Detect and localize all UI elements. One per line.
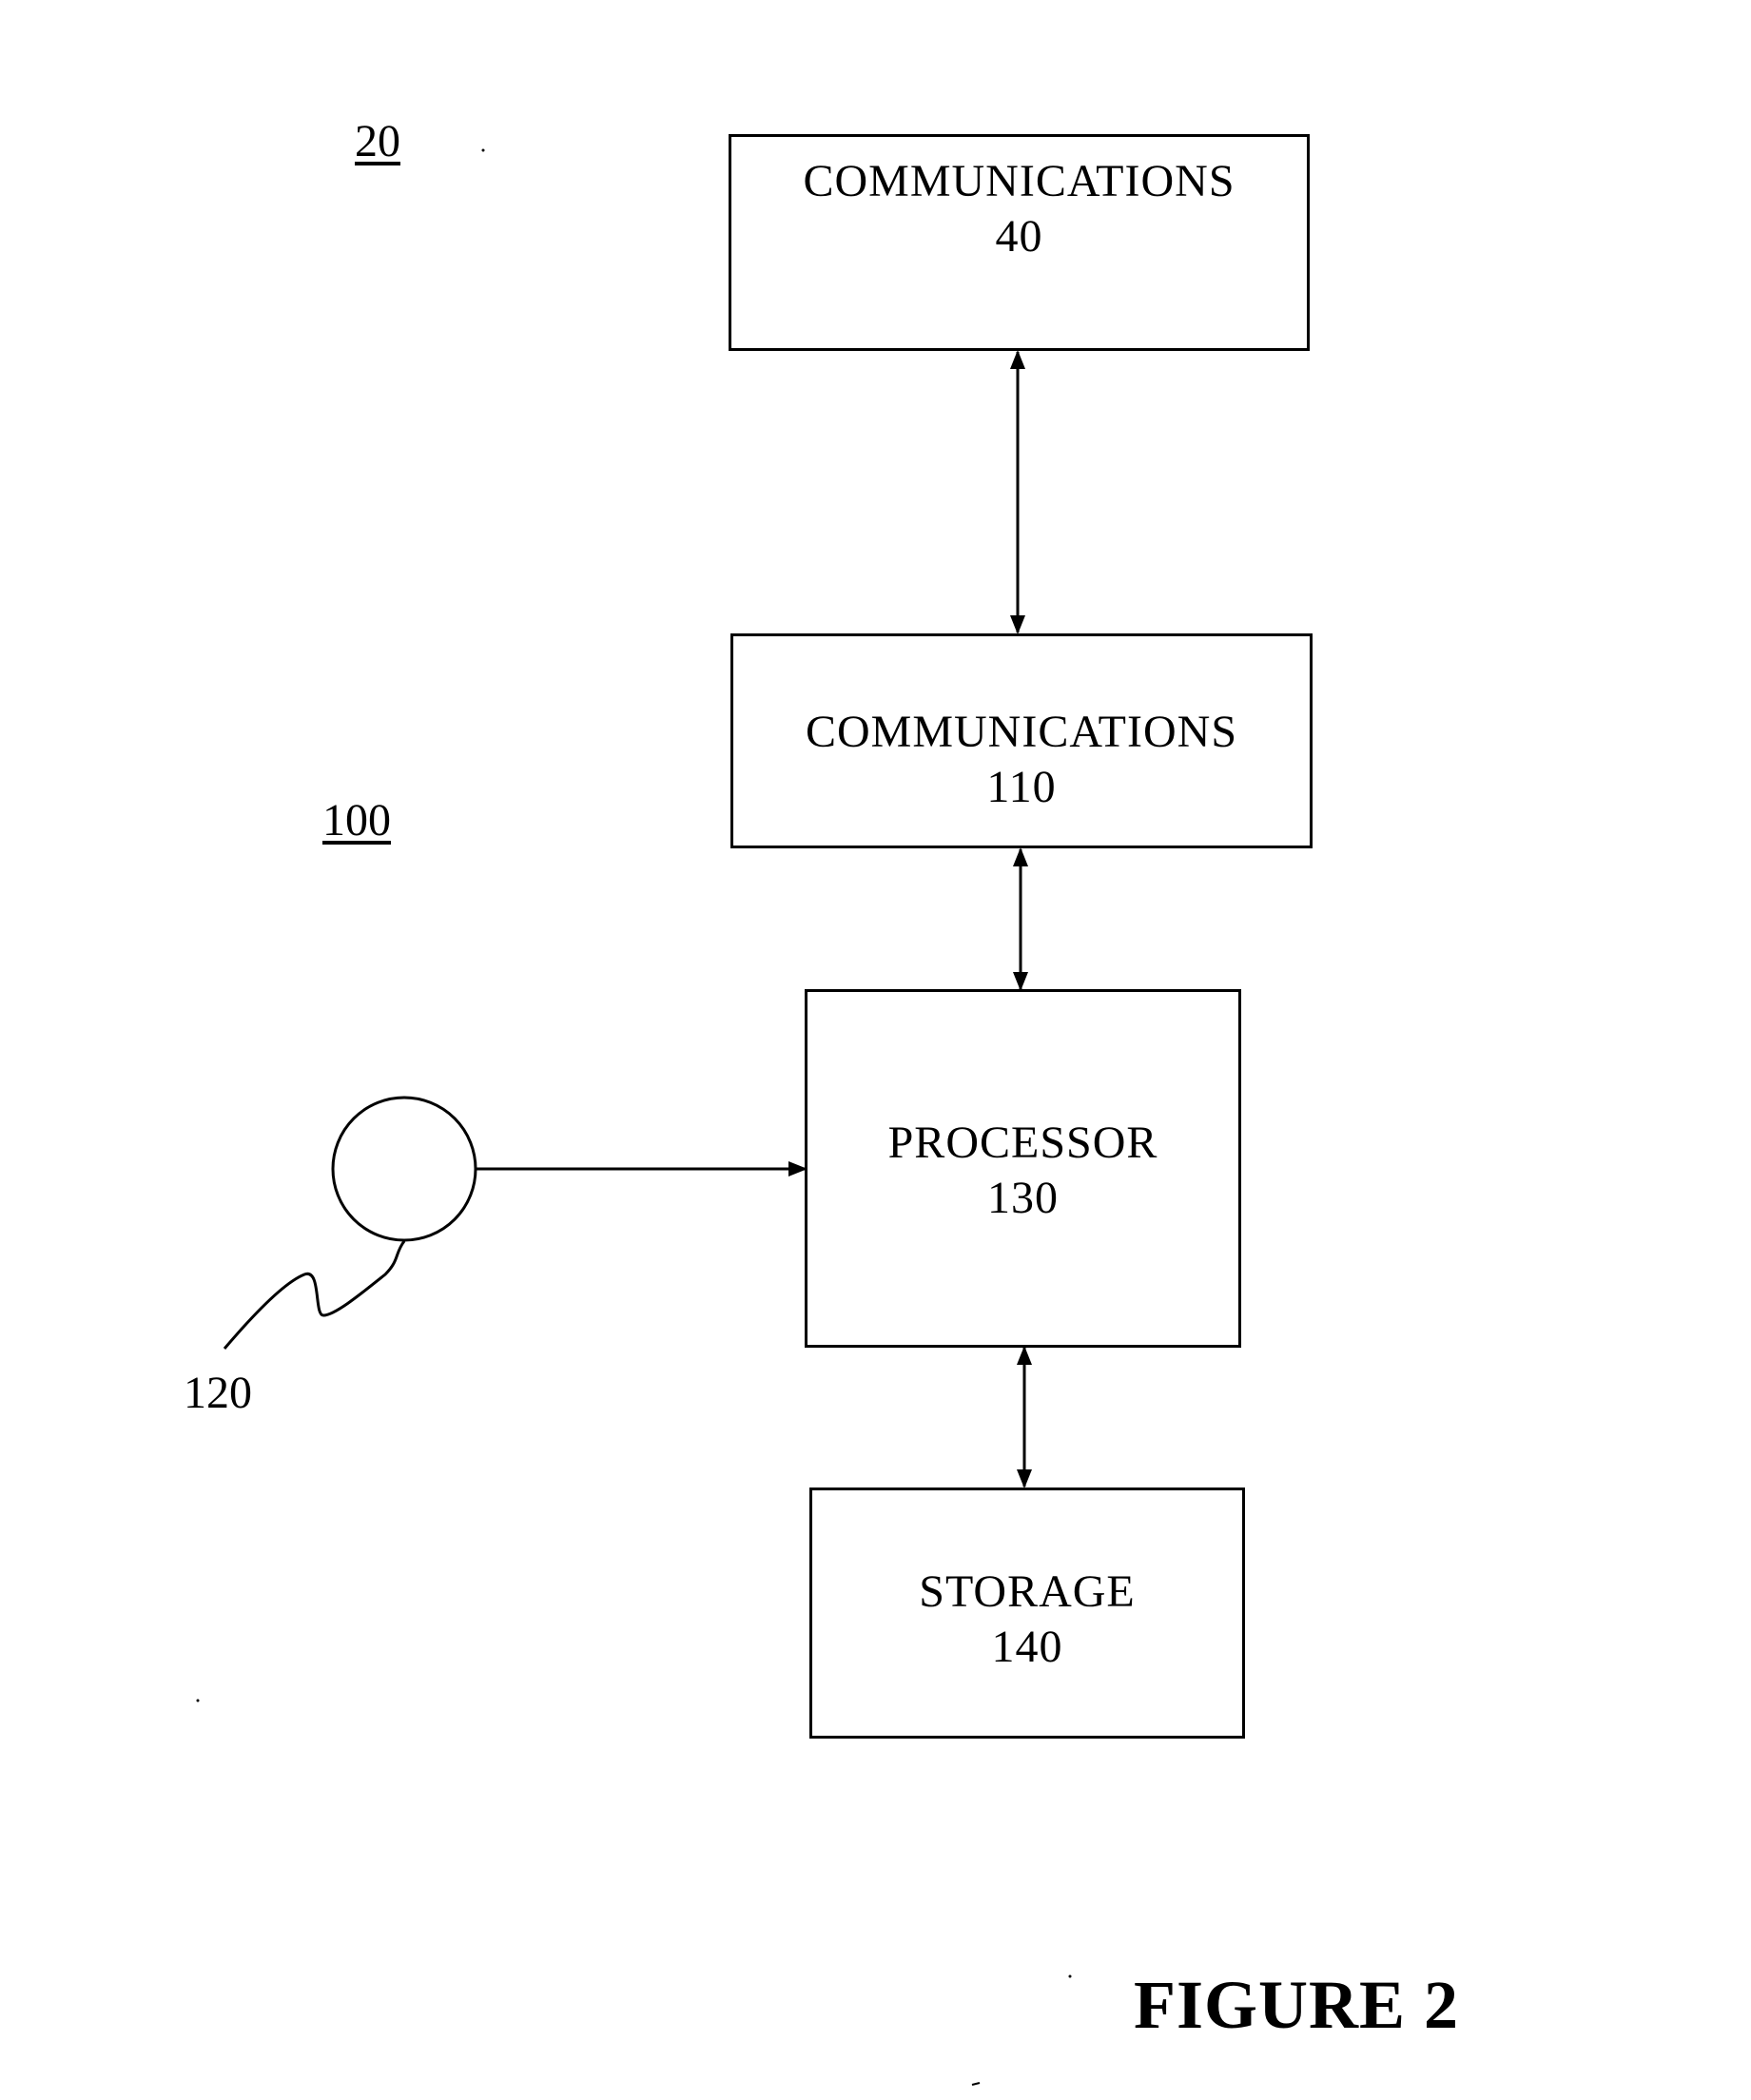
processor-130-block: PROCESSOR 130 [805, 989, 1241, 1348]
sensor-reference-label: 120 [184, 1366, 252, 1421]
processor-130-name: PROCESSOR [888, 1116, 1158, 1171]
communications-40-name: COMMUNICATIONS [803, 154, 1235, 209]
scan-speck [197, 1700, 200, 1702]
scan-speck [972, 2083, 980, 2085]
communications-110-block: COMMUNICATIONS 110 [730, 633, 1313, 848]
communications-40-block: COMMUNICATIONS 40 [729, 134, 1310, 351]
scan-speck [482, 149, 485, 152]
communications-110-name: COMMUNICATIONS [806, 705, 1237, 760]
sensor-leader-line [224, 1241, 404, 1349]
storage-140-name: STORAGE [919, 1565, 1135, 1620]
figure-caption: FIGURE 2 [1134, 1967, 1459, 2043]
processor-130-number: 130 [987, 1171, 1059, 1226]
scan-speck [1069, 1975, 1072, 1978]
storage-140-block: STORAGE 140 [809, 1488, 1245, 1739]
communications-110-number: 110 [986, 760, 1056, 815]
system-reference-label: 20 [355, 114, 400, 169]
communications-40-number: 40 [996, 209, 1043, 264]
sensor-circle [333, 1098, 476, 1240]
storage-140-number: 140 [992, 1620, 1063, 1675]
device-reference-label: 100 [322, 793, 391, 848]
